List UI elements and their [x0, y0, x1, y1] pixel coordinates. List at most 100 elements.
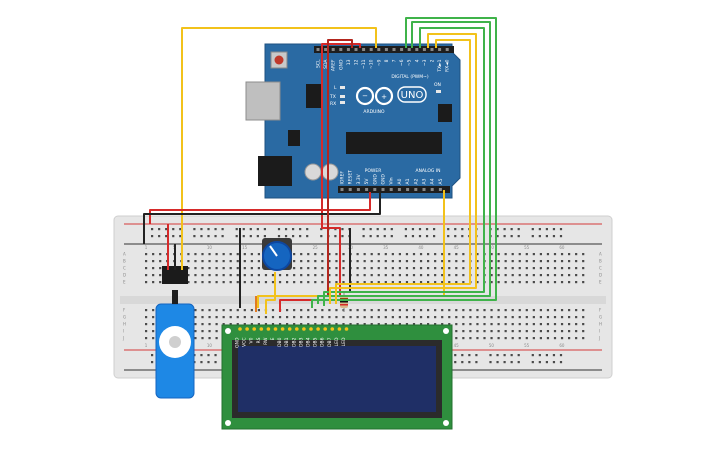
rail-hole: [496, 228, 499, 231]
rail-hole: [151, 228, 154, 231]
breadboard-hole: [187, 260, 190, 263]
breadboard-hole: [427, 309, 430, 312]
row-letter: F: [599, 308, 602, 313]
breadboard-hole: [208, 260, 211, 263]
digital-pin-label: 12: [354, 59, 360, 65]
breadboard-hole: [286, 323, 289, 326]
breadboard-hole: [236, 323, 239, 326]
breadboard-hole: [398, 316, 401, 319]
row-letter: F: [123, 308, 126, 313]
breadboard-hole: [511, 281, 514, 284]
breadboard-hole: [208, 274, 211, 277]
breadboard-hole: [434, 274, 437, 277]
breadboard-hole: [208, 330, 211, 333]
breadboard-hole: [448, 274, 451, 277]
breadboard-hole: [427, 316, 430, 319]
breadboard-hole: [159, 260, 162, 263]
breadboard-hole: [427, 260, 430, 263]
breadboard-hole: [335, 274, 338, 277]
column-number: 35: [383, 245, 389, 250]
rail-hole: [221, 228, 224, 231]
breadboard-hole: [307, 316, 310, 319]
rail-hole: [207, 361, 210, 364]
breadboard-hole: [314, 309, 317, 312]
breadboard-hole: [469, 330, 472, 333]
rail-hole: [503, 235, 506, 238]
rail-hole: [517, 354, 520, 357]
column-number: 60: [559, 343, 565, 348]
breadboard-hole: [194, 267, 197, 270]
header-pin: [365, 188, 369, 191]
breadboard-hole: [250, 253, 253, 256]
lcd-pin: [302, 327, 306, 331]
breadboard-hole: [497, 281, 500, 284]
breadboard-hole: [257, 253, 260, 256]
rail-hole: [299, 235, 302, 238]
wire-rs: [329, 33, 477, 304]
rail-hole: [517, 228, 520, 231]
breadboard-hole: [377, 309, 380, 312]
breadboard-hole: [441, 253, 444, 256]
breadboard-hole: [511, 330, 514, 333]
breadboard-hole: [455, 253, 458, 256]
column-number: 1: [145, 245, 148, 250]
breadboard-hole: [349, 323, 352, 326]
row-letter: H: [599, 322, 602, 327]
wire-red: [321, 43, 361, 296]
breadboard-hole: [476, 267, 479, 270]
breadboard-hole: [462, 253, 465, 256]
header-pin: [362, 48, 366, 51]
breadboard-hole: [546, 253, 550, 256]
usb-port: [245, 81, 281, 121]
breadboard-hole: [518, 260, 521, 263]
breadboard-hole: [286, 274, 289, 277]
breadboard-hole: [391, 281, 394, 284]
breadboard-hole: [187, 281, 190, 284]
rail-hole: [461, 235, 464, 238]
column-number: 45: [454, 343, 460, 348]
breadboard-hole: [363, 260, 366, 263]
breadboard-hole: [145, 316, 148, 319]
breadboard-hole: [546, 281, 550, 284]
breadboard-hole: [398, 323, 401, 326]
breadboard-hole: [159, 253, 162, 256]
breadboard-hole: [201, 281, 204, 284]
rail-hole: [503, 228, 506, 231]
breadboard-hole: [243, 253, 246, 256]
breadboard-hole: [511, 267, 514, 270]
breadboard-hole: [525, 330, 528, 333]
breadboard-hole: [419, 309, 423, 312]
breadboard-hole: [441, 323, 444, 326]
rail-hole: [545, 361, 548, 364]
breadboard-hole: [582, 260, 585, 263]
breadboard-hole: [384, 274, 387, 277]
power-pin-label: RESET: [348, 170, 354, 185]
breadboard-hole: [448, 267, 451, 270]
breadboard-hole: [335, 281, 338, 284]
rail-hole: [256, 235, 259, 238]
lcd-pin-label: V0: [249, 337, 255, 343]
analog-label: ANALOG IN: [415, 168, 440, 174]
lcd-pin-label: RW: [263, 337, 269, 345]
breadboard-hole: [229, 309, 232, 312]
breadboard-hole: [152, 330, 155, 333]
rail-hole: [538, 361, 541, 364]
rail-hole: [334, 228, 337, 231]
led-rx: [340, 101, 345, 104]
led-tx: [340, 95, 345, 98]
rail-hole: [179, 228, 182, 231]
breadboard-hole: [476, 260, 479, 263]
breadboard-hole: [377, 267, 380, 270]
header-pin: [340, 188, 344, 191]
breadboard-hole: [518, 316, 521, 319]
breadboard-hole: [419, 274, 423, 277]
rail-hole: [306, 235, 309, 238]
breadboard-hole: [546, 330, 550, 333]
breadboard-hole: [314, 253, 317, 256]
breadboard-hole: [293, 309, 296, 312]
breadboard-hole: [539, 253, 542, 256]
breadboard-hole: [328, 309, 331, 312]
breadboard-hole: [568, 337, 571, 340]
breadboard-hole: [511, 260, 514, 263]
digital-pin-label: RX◄0: [445, 59, 451, 72]
